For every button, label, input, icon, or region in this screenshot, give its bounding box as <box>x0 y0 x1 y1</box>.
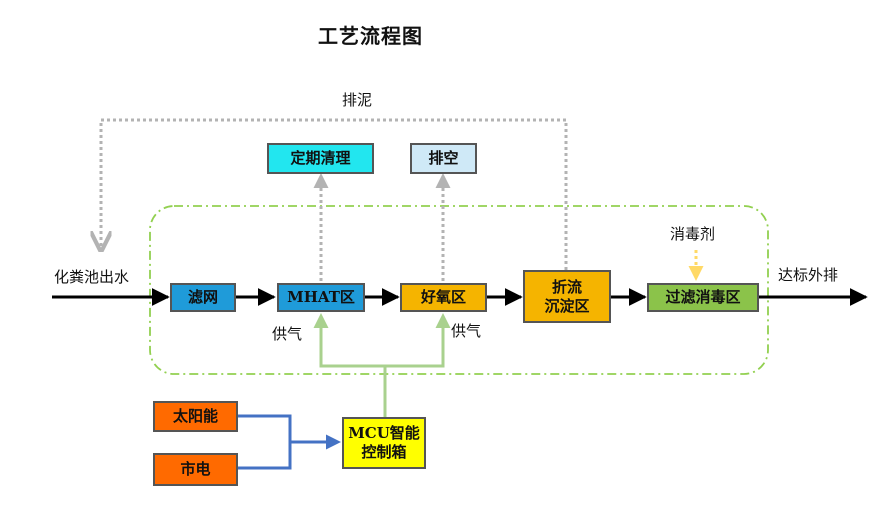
treatment-boundary <box>149 205 769 375</box>
diagram-title: 工艺流程图 <box>318 24 423 48</box>
grid-power-node-label: 市电 <box>180 460 211 479</box>
inflow-label: 化粪池出水 <box>54 268 130 286</box>
vent-node: 排空 <box>410 143 477 174</box>
mcu-control-box-node: MCU智能 控制箱 <box>342 417 426 469</box>
mcu-control-box-node-label: MCU智能 控制箱 <box>348 424 420 461</box>
disinfectant-label: 消毒剂 <box>670 225 716 243</box>
sludge-return-line <box>101 118 568 270</box>
screen-node-label: 滤网 <box>187 288 218 307</box>
settling-zone-node-label: 折流 沉淀区 <box>544 277 590 315</box>
periodic-cleaning-node: 定期清理 <box>267 143 374 174</box>
mhat-zone-node: MHAT区 <box>277 283 365 312</box>
air-supply-line <box>319 316 445 418</box>
periodic-cleaning-node-label: 定期清理 <box>290 149 351 168</box>
mhat-zone-node-label: MHAT区 <box>287 288 355 307</box>
outflow-label: 达标外排 <box>778 266 839 284</box>
settling-zone-node: 折流 沉淀区 <box>523 270 611 323</box>
aerobic-zone-node-label: 好氧区 <box>420 288 466 307</box>
filter-disinfection-node: 过滤消毒区 <box>647 283 759 312</box>
grid-power-node: 市电 <box>153 453 238 486</box>
vent-node-label: 排空 <box>428 149 459 168</box>
sludge-label: 排泥 <box>342 91 373 109</box>
filter-disinfection-node-label: 过滤消毒区 <box>665 288 741 307</box>
aerobic-zone-node: 好氧区 <box>400 283 487 312</box>
air-supply-label-mhat: 供气 <box>272 325 303 343</box>
solar-power-node-label: 太阳能 <box>172 407 218 426</box>
air-supply-label-aerobic: 供气 <box>451 322 482 340</box>
power-supply-line <box>237 414 338 470</box>
screen-node: 滤网 <box>170 283 236 312</box>
solar-power-node: 太阳能 <box>153 401 238 432</box>
